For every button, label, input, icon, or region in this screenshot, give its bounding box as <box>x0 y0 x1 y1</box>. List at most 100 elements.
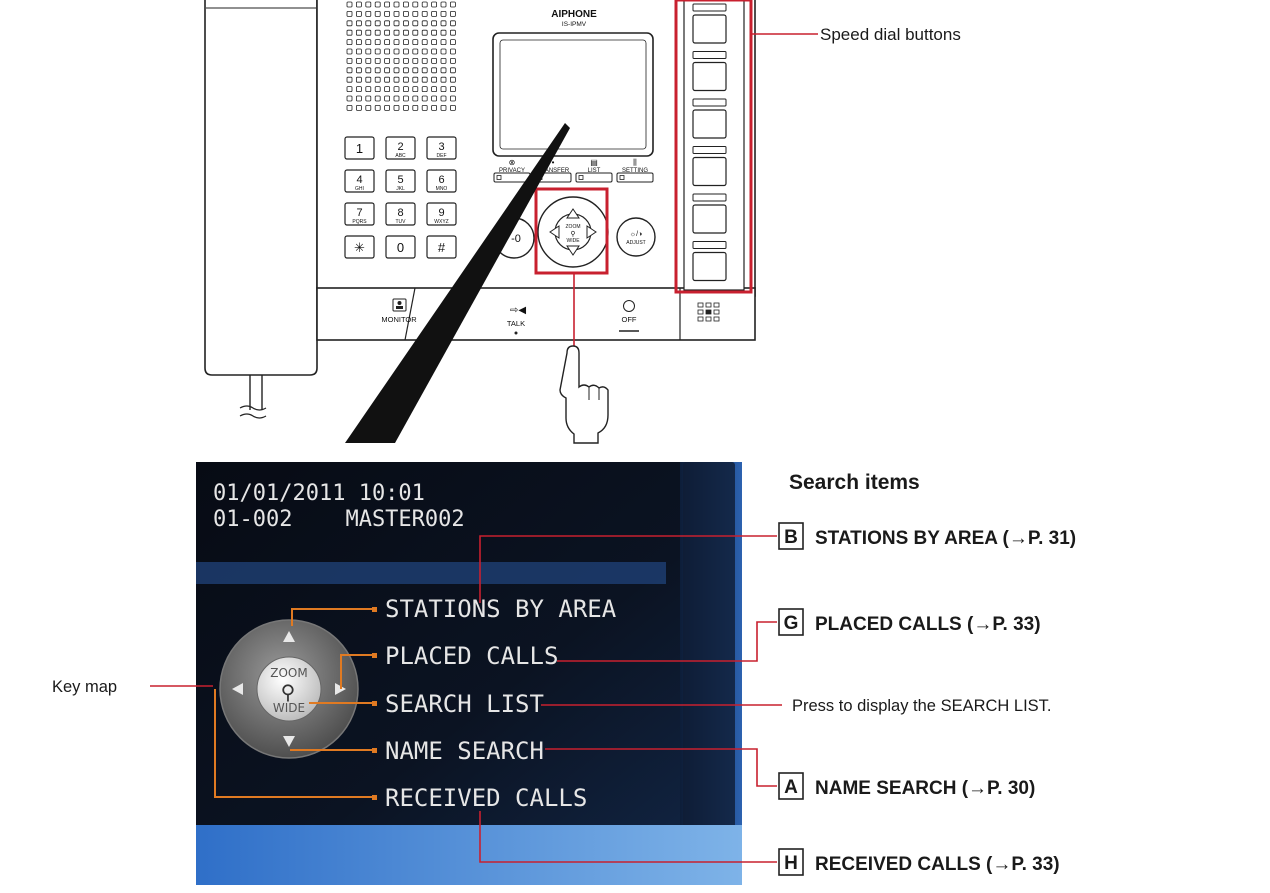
keypad-letters: PQRS <box>352 219 367 225</box>
dpad-left-icon[interactable] <box>549 225 560 239</box>
svg-text:☼/◑: ☼/◑ <box>630 231 643 238</box>
off-button[interactable]: OFF <box>619 300 639 332</box>
grille-hole <box>440 10 447 17</box>
dpad-up-icon[interactable] <box>566 208 580 219</box>
grille-hole <box>449 1 456 8</box>
talk-button[interactable]: ⇨◀ TALK <box>507 305 526 335</box>
grille-hole <box>346 58 353 64</box>
grille-hole <box>440 67 447 74</box>
keypad-key[interactable]: # <box>426 235 457 259</box>
grille-hole <box>374 58 381 64</box>
grille-hole <box>365 58 372 64</box>
dpad-down-icon[interactable] <box>566 245 580 256</box>
speed-dial-button[interactable] <box>692 193 727 234</box>
adjust-dial[interactable] <box>616 217 656 257</box>
mic-hole <box>705 309 712 315</box>
function-label: TRANSFER <box>537 168 570 174</box>
grille-hole <box>346 10 353 17</box>
menu-name-search[interactable]: NAME SEARCH <box>385 737 544 765</box>
grille-hole <box>412 1 419 8</box>
svg-text:RECEIVED CALLS (→P. 33): RECEIVED CALLS (→P. 33) <box>815 854 1060 875</box>
keypad-letters: GHI <box>355 186 364 192</box>
grille-hole <box>393 48 400 55</box>
grille-hole <box>449 67 456 74</box>
keymap-up-icon <box>283 631 295 642</box>
grille-hole <box>346 86 353 92</box>
grille-hole <box>402 1 409 8</box>
mic-hole <box>713 309 720 315</box>
grille-hole <box>440 39 447 45</box>
grille-hole <box>421 39 428 45</box>
grille-hole <box>393 39 400 45</box>
search-items-heading: Search items <box>789 471 920 494</box>
device-monitor <box>492 32 654 157</box>
speed-dial-button[interactable] <box>692 146 727 187</box>
grille-hole <box>421 67 428 74</box>
keypad-key[interactable]: 0 <box>385 235 416 259</box>
grille-hole <box>402 67 409 74</box>
dpad-right-icon[interactable] <box>586 225 597 239</box>
grille-hole <box>374 10 381 17</box>
keypad-key[interactable]: 1 <box>344 136 375 160</box>
keypad-key[interactable]: ✳ <box>344 235 375 259</box>
grille-hole <box>412 105 419 111</box>
grille-hole <box>384 105 391 111</box>
grille-hole <box>346 48 353 55</box>
speed-dial-button[interactable] <box>692 51 727 92</box>
grille-hole <box>365 39 372 45</box>
keypad-digit: 0 <box>397 240 404 255</box>
grille-hole <box>384 67 391 74</box>
grille-hole <box>355 76 362 83</box>
grille-hole <box>365 29 372 36</box>
grille-hole <box>421 1 428 8</box>
menu-placed-calls[interactable]: PLACED CALLS <box>385 642 558 670</box>
function-button-list[interactable]: ▤LIST <box>575 158 613 183</box>
speed-dial-button[interactable] <box>692 3 727 44</box>
grille-hole <box>384 48 391 55</box>
magnifier-icon: ⚲ <box>281 680 296 704</box>
device-dpad[interactable]: ZOOM ⚲ WIDE <box>537 196 609 268</box>
grille-hole <box>402 29 409 36</box>
lcd-screen: 01/01/2011 10:01 01-002 MASTER002 ZOOM ⚲… <box>196 462 742 885</box>
function-button-privacy[interactable]: ⊗PRIVACY <box>493 158 531 183</box>
svg-text:MONITOR: MONITOR <box>381 315 417 324</box>
menu-stations-by-area[interactable]: STATIONS BY AREA <box>385 595 617 623</box>
grille-hole <box>355 105 362 111</box>
monitor-button[interactable]: MONITOR <box>381 298 417 324</box>
bottom-bar <box>316 287 756 341</box>
mic-hole <box>713 316 720 322</box>
function-button-setting[interactable]: ⫼SETTING <box>616 158 654 183</box>
grille-hole <box>355 58 362 64</box>
grille-hole <box>421 86 428 92</box>
speed-dial-button[interactable] <box>692 98 727 139</box>
speed-dial-button[interactable] <box>692 241 727 282</box>
grille-hole <box>431 76 438 83</box>
grille-hole <box>365 10 372 17</box>
keypad-digit: ✳ <box>354 240 365 255</box>
cord-break-icon <box>239 405 267 419</box>
menu-received-calls[interactable]: RECEIVED CALLS <box>385 784 587 812</box>
zoom-wedge <box>345 123 570 443</box>
grille-hole <box>440 48 447 55</box>
keypad-letters: MNO <box>436 186 448 192</box>
keypad-digit: 4 <box>356 174 362 186</box>
grille-hole <box>393 95 400 102</box>
grille-hole <box>431 105 438 111</box>
pointing-hand-icon <box>559 345 609 444</box>
keypad-digit: # <box>438 240 446 255</box>
keypad-digit: 8 <box>397 207 403 219</box>
function-icon: ⊗ <box>509 158 516 167</box>
menu-search-list[interactable]: SEARCH LIST <box>385 690 544 718</box>
grille-hole <box>431 20 438 27</box>
grille-hole <box>384 1 391 8</box>
callout-lines <box>150 535 782 863</box>
